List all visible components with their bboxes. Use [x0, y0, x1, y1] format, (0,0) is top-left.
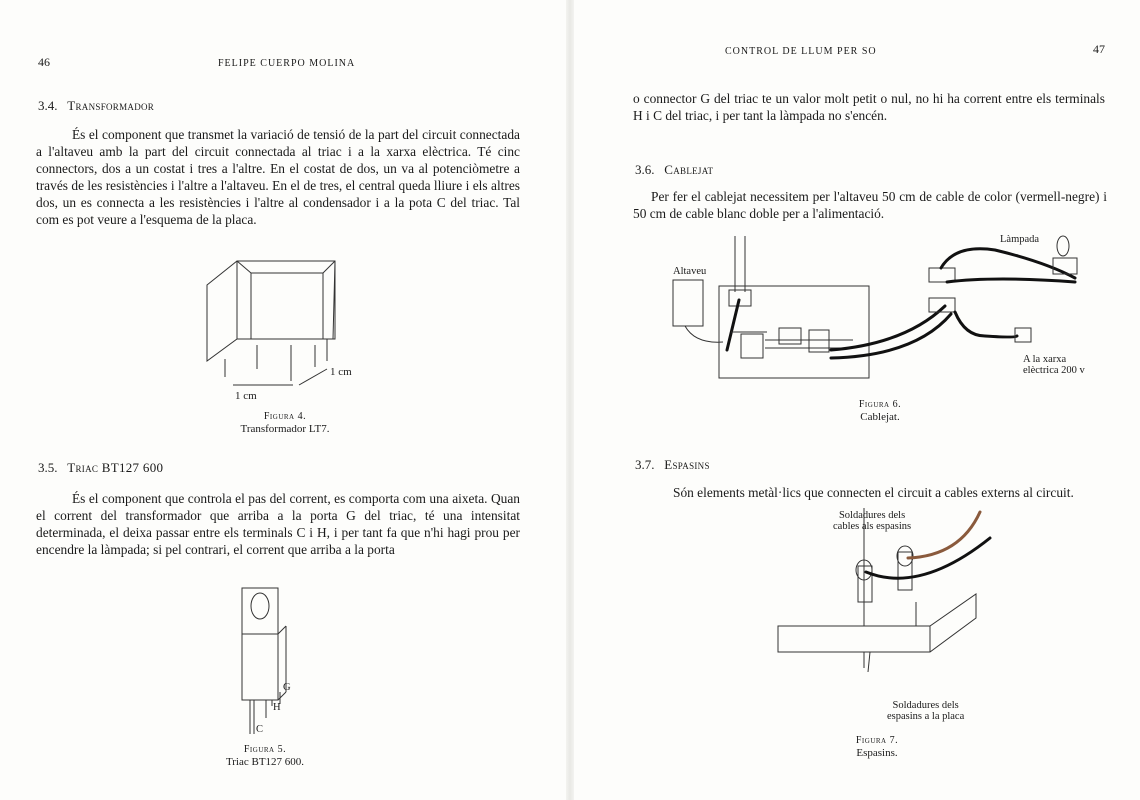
left-page: 46 FELIPE CUERPO MOLINA 3.4. Transformad… [0, 0, 565, 800]
label-xarxa: A la xarxa elèctrica 200 v [1023, 354, 1085, 376]
triac-drawing [241, 587, 287, 734]
figure-label: Figura 5. [243, 744, 287, 755]
section-number: 3.7. [635, 457, 655, 472]
figure-caption: Figura 6. Cablejat. [795, 398, 965, 424]
figure-title: Triac BT127 600. [225, 756, 305, 768]
section-heading: 3.5. Triac BT127 600 [38, 460, 163, 476]
figure-label: Figura 7. [855, 735, 899, 746]
figure-title: Transformador LT7. [240, 423, 330, 435]
section-heading: 3.7. Espasins [635, 457, 710, 473]
dimension-label: 1 cm [235, 390, 257, 402]
paragraph: Són elements metàl·lics que connecten el… [673, 485, 1074, 500]
section-heading: 3.6. Cablejat [635, 162, 713, 178]
section-title: Cablejat [664, 162, 714, 177]
page-number: 47 [1093, 42, 1105, 56]
transformer-drawing [206, 260, 336, 386]
paragraph: o connector G del triac te un valor molt… [633, 91, 1105, 123]
page-number: 46 [38, 55, 50, 69]
section-number: 3.4. [38, 98, 58, 113]
section-title: Espasins [664, 457, 710, 472]
pin-label-h: H [273, 702, 281, 713]
running-head: FELIPE CUERPO MOLINA [218, 58, 356, 69]
paragraph: Per fer el cablejat necessitem per l'alt… [633, 189, 1107, 221]
label-altaveu: Altaveu [673, 266, 707, 277]
espasins-drawing [777, 508, 992, 673]
right-page: CONTROL DE LLUM PER SO 47 o connector G … [575, 0, 1140, 800]
section-title: Triac BT127 600 [67, 460, 164, 475]
figure-title: Cablejat. [860, 411, 900, 423]
pin-label-g: G [283, 682, 291, 693]
figure-label: Figura 6. [858, 399, 902, 410]
section-heading: 3.4. Transformador [38, 98, 154, 114]
dimension-label: 1 cm [330, 366, 352, 378]
paragraph: És el component que transmet la variació… [36, 127, 520, 227]
label-soldadures-cables: Soldadures dels cables als espasins [833, 510, 912, 532]
figure-title: Espasins. [856, 747, 898, 759]
figure-label: Figura 4. [263, 411, 307, 422]
paragraph: És el component que controla el pas del … [36, 491, 520, 557]
wiring-drawing [672, 235, 1078, 379]
label-lampada: Làmpada [1000, 234, 1040, 245]
book-gutter [566, 0, 574, 800]
section-number: 3.5. [38, 460, 58, 475]
running-head: CONTROL DE LLUM PER SO [725, 46, 877, 57]
section-title: Transformador [67, 98, 155, 113]
pin-label-c: C [256, 724, 264, 735]
label-soldadures-placa: Soldadures dels espasins a la placa [887, 700, 965, 722]
figure-caption: Figura 4. Transformador LT7. [190, 410, 380, 436]
figure-caption: Figura 5. Triac BT127 600. [180, 743, 350, 769]
figure-caption: Figura 7. Espasins. [817, 734, 937, 760]
section-number: 3.6. [635, 162, 655, 177]
